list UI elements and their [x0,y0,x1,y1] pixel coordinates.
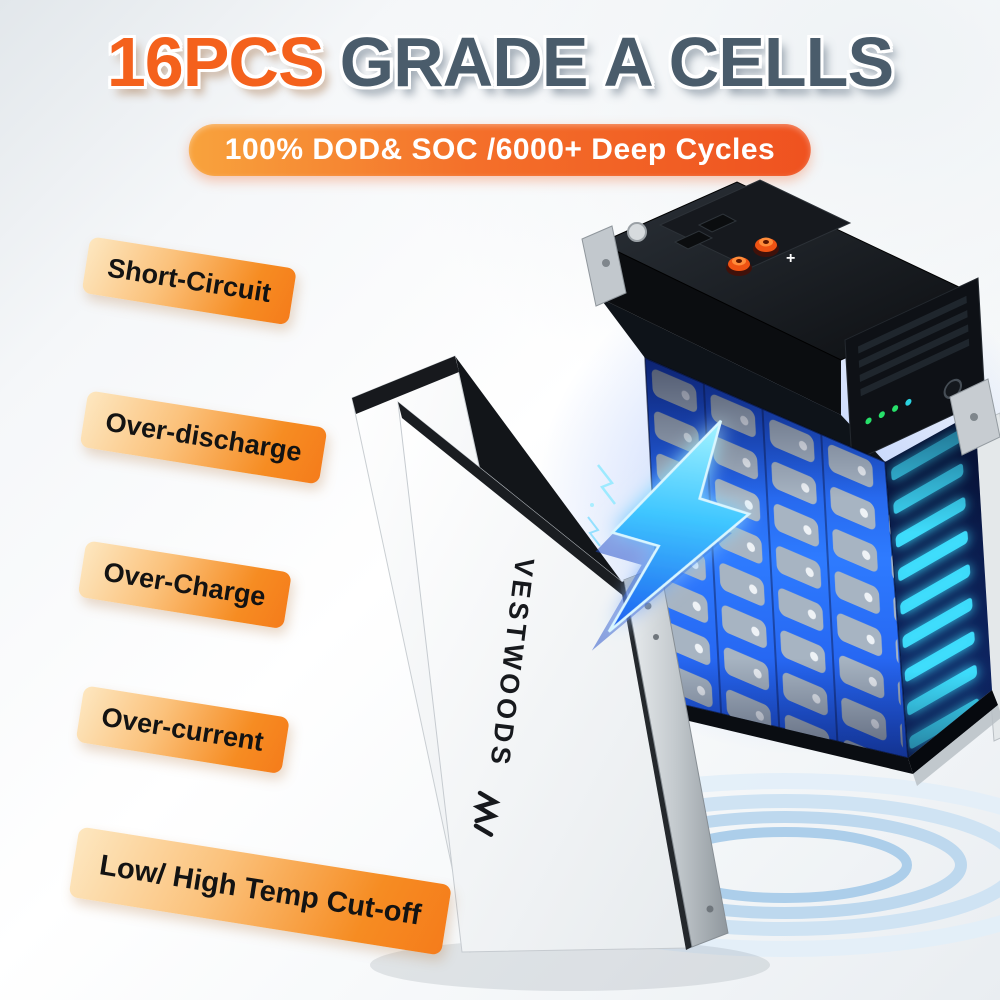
positive-terminal [726,256,752,276]
lightning-bolt-icon [591,419,752,651]
pack-base-plate [913,705,1000,786]
feature-label: Over-current [99,701,266,757]
screw-icon [706,905,714,913]
feature-label: Over-Charge [101,556,268,612]
subtitle-banner: 100% DOD& SOC /6000+ Deep Cycles [188,124,812,176]
battery-pack: + [581,179,1000,786]
pack-lid-front [600,243,841,415]
feature-label: Over-discharge [103,406,304,468]
terminal-plus-label: + [786,250,795,267]
lid-knob [627,222,647,242]
feature-banner-over-current: Over-current [75,685,290,775]
status-led [905,398,912,406]
title-highlight: 16PCS [106,23,325,101]
lid-module [658,179,852,269]
battery-illustration: + VESTWOODS [351,179,1000,991]
bms-panel [844,277,986,463]
spark-icon [587,464,616,547]
positive-terminal [753,237,779,257]
status-led [865,417,872,425]
pack-base-side [908,690,998,774]
feature-label: Short-Circuit [105,252,274,309]
vent-slot [858,310,968,368]
status-led [892,405,899,412]
negative-terminal [673,230,714,250]
vent-slot [860,338,970,397]
feature-banner-short-circuit: Short-Circuit [81,236,297,326]
screw-icon [602,259,610,267]
screw-icon [653,634,659,640]
vestwoods-logo [472,790,501,837]
case-left-panel-edge [352,356,459,414]
cell-end-shade [885,412,992,758]
white-case: VESTWOODS [351,355,729,953]
status-led [878,411,885,419]
feature-banner-over-charge: Over-Charge [77,540,292,630]
vent-slot [857,295,967,354]
negative-terminal [697,213,738,233]
case-front-panel-edge [398,402,626,598]
feature-banner-over-discharge: Over-discharge [79,390,328,485]
pack-base [663,700,913,774]
title-rest: GRADE A CELLS [339,23,894,101]
vent-slot [859,324,969,383]
screw-icon [970,413,978,421]
pack-upper-band [600,298,885,462]
